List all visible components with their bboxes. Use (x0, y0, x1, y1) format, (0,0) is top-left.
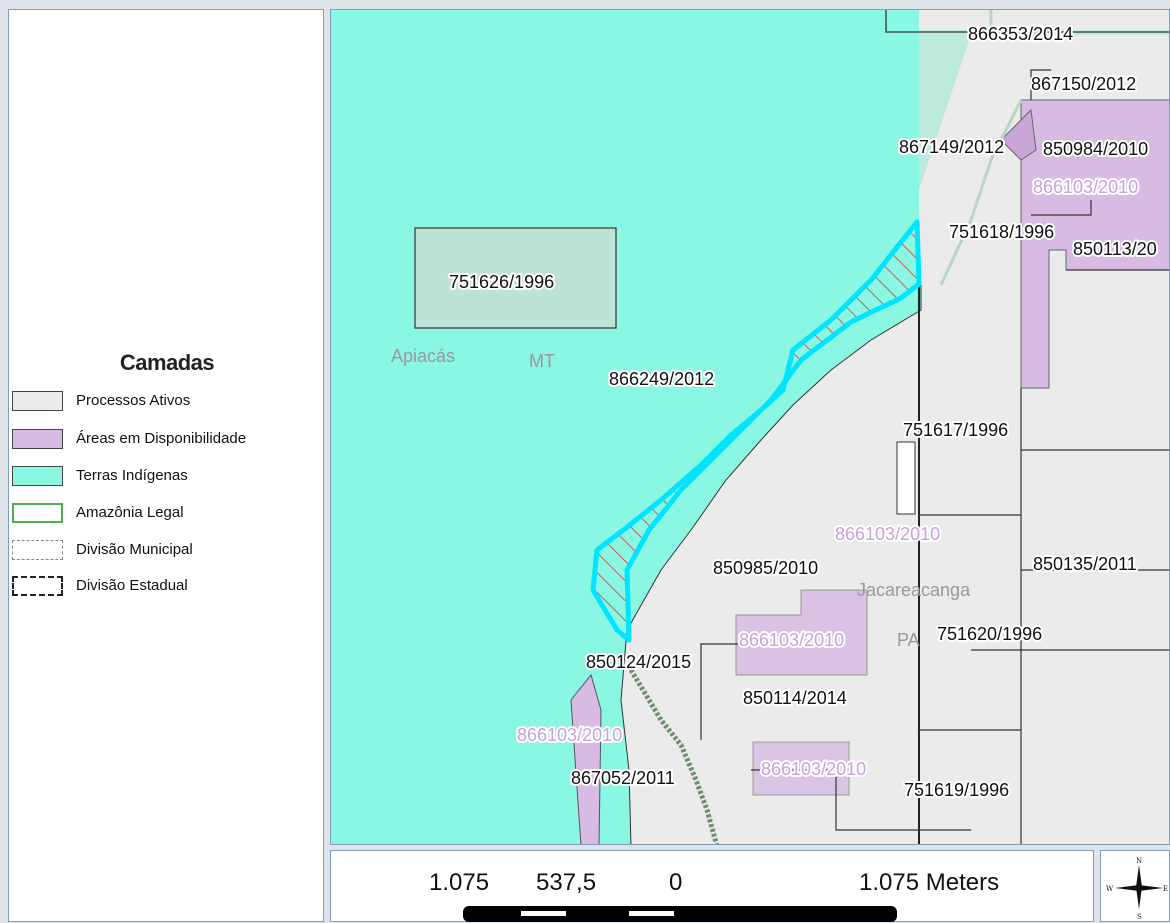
map-frame[interactable]: 866353/2014 867150/2012 867149/2012 8509… (330, 9, 1170, 845)
river-boundary (628, 668, 720, 844)
label-850113: 850113/20 (1073, 239, 1157, 259)
highlighted-area[interactable] (590, 219, 922, 643)
label-850985: 850985/2010 (713, 558, 818, 578)
parcel-866353-outline (885, 10, 1169, 33)
label-850124: 850124/2015 (586, 652, 691, 672)
available-area-867149 (1000, 108, 1037, 161)
legend-swatch (12, 429, 63, 449)
parcel-751626 (414, 227, 617, 329)
legend-label: Processos Ativos (76, 392, 191, 409)
label-place-apiacas: Apiacás (391, 346, 455, 366)
legend-label: Divisão Estadual (76, 577, 188, 594)
scale-bar-panel: 1.075 537,5 0 1.075 Meters (330, 850, 1094, 922)
label-751617: 751617/1996 (903, 420, 1008, 440)
label-866103-a: 866103/2010 (1033, 177, 1138, 197)
legend-swatch (12, 391, 63, 411)
scale-bar-seg-2 (629, 911, 674, 916)
label-850135: 850135/2011 (1033, 554, 1137, 574)
legend-swatch (12, 503, 63, 523)
north-label-s: S (1137, 913, 1142, 921)
north-label-w: W (1106, 885, 1114, 893)
label-867149: 867149/2012 (899, 137, 1004, 157)
label-state-pa: PA (897, 630, 920, 650)
label-751626: 751626/1996 (449, 272, 554, 292)
legend-swatch (12, 576, 63, 596)
label-866353: 866353/2014 (968, 24, 1073, 44)
label-850984: 850984/2010 (1043, 139, 1148, 159)
indigenous-strip-northeast (919, 30, 1169, 190)
label-state-mt: MT (529, 351, 555, 371)
scale-tick-mid: 537,5 (536, 869, 597, 896)
legend-label: Amazônia Legal (76, 504, 184, 521)
legend-label: Divisão Municipal (76, 541, 193, 558)
label-place-jacareacanga: Jacareacanga (857, 580, 971, 600)
scale-bar-seg-1 (521, 911, 566, 916)
map-canvas[interactable]: 866353/2014 867150/2012 867149/2012 8509… (331, 10, 1170, 845)
label-751619: 751619/1996 (904, 780, 1009, 800)
available-area-866103-west (570, 673, 602, 844)
scale-bar-black (463, 906, 897, 922)
available-area-850985 (735, 589, 868, 676)
parcel-white (896, 441, 916, 515)
active-process-area-main (620, 279, 1169, 844)
label-850114: 850114/2014 (743, 688, 847, 708)
north-label-n: N (1136, 857, 1142, 865)
scale-tick-right: 1.075 Meters (859, 869, 1000, 896)
parcel-outlines (700, 69, 1169, 844)
municipal-division-curve (939, 10, 1023, 286)
legend-title: Camadas (119, 350, 215, 375)
label-751618: 751618/1996 (949, 222, 1054, 242)
north-arrow-panel: N E W S (1100, 850, 1170, 922)
available-area-866103-south (752, 741, 850, 796)
available-area-northeast (1020, 99, 1169, 389)
legend-label: Terras Indígenas (76, 467, 188, 484)
label-867150: 867150/2012 (1031, 74, 1136, 94)
north-label-e: E (1163, 885, 1168, 893)
scale-tick-left: 1.075 (429, 869, 490, 896)
label-866103-b: 866103/2010 (835, 524, 940, 544)
label-866103-d: 866103/2010 (517, 725, 622, 745)
label-751620: 751620/1996 (937, 624, 1042, 644)
scale-tick-zero: 0 (669, 869, 683, 896)
legend-swatch (12, 466, 63, 486)
label-866103-c: 866103/2010 (739, 630, 844, 650)
legend-swatch (12, 540, 63, 560)
north-arrow-icon: N E W S (1106, 857, 1168, 921)
label-867052: 867052/2011 (571, 768, 675, 788)
legend-label: Áreas em Disponibilidade (76, 430, 247, 447)
label-866103-e: 866103/2010 (761, 759, 866, 779)
label-866249: 866249/2012 (609, 369, 714, 389)
